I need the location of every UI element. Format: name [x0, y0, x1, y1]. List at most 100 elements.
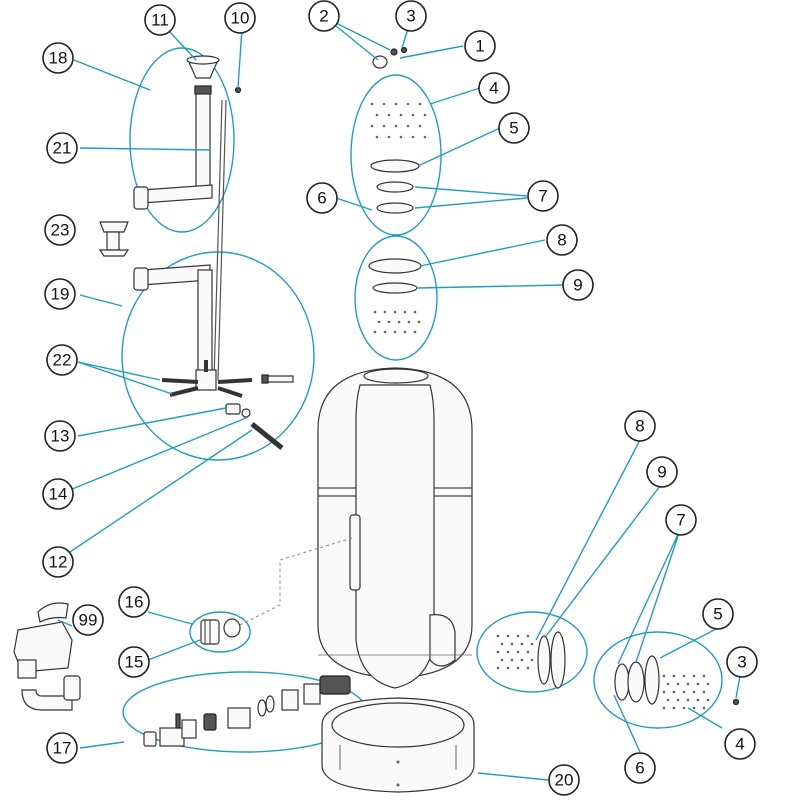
- callout-circle: [306, 182, 338, 214]
- top-collector-pipe: [133, 55, 242, 381]
- bottom-collector-assembly: [133, 264, 294, 450]
- callout-c3b: 3: [726, 646, 758, 678]
- callout-number: 2: [319, 7, 328, 26]
- callout-c9b: 9: [646, 456, 678, 488]
- bolt-dot: [500, 642, 504, 646]
- bolt-dot: [672, 706, 676, 710]
- bolt-dot: [406, 102, 410, 106]
- bolt-dot: [506, 650, 510, 654]
- callout-number: 10: [231, 9, 250, 28]
- callout-circle: [118, 646, 150, 678]
- bolt-dot: [702, 690, 706, 694]
- bolt-dot: [666, 682, 670, 686]
- callout-circle: [624, 752, 656, 784]
- bolt-dot: [526, 650, 530, 654]
- callout-circle: [72, 604, 104, 636]
- bolt-dot: [373, 330, 377, 334]
- callout-number: 18: [49, 49, 68, 68]
- bolt-dot: [413, 310, 417, 314]
- bolt-dot: [686, 698, 690, 702]
- side-flange-parts: [537, 631, 740, 706]
- callout-number: 3: [406, 7, 415, 26]
- bolt-dot: [375, 135, 379, 139]
- bolt-dot: [676, 698, 680, 702]
- bolt-dot: [676, 682, 680, 686]
- callout-c23: 23: [44, 214, 76, 246]
- callout-c15: 15: [118, 646, 150, 678]
- callout-number: 11: [151, 11, 169, 30]
- callout-number: 7: [676, 511, 685, 530]
- callout-number: 13: [51, 427, 70, 446]
- group-side-flange-right: [593, 631, 723, 729]
- bolt-dot: [407, 320, 411, 324]
- bolt-dot: [399, 135, 403, 139]
- callout-c16: 16: [118, 586, 150, 618]
- callout-circle: [46, 132, 78, 164]
- callout-circle: [42, 42, 74, 74]
- bolt-dot: [682, 674, 686, 678]
- bolt-dot: [411, 135, 415, 139]
- bolt-dot: [516, 666, 520, 670]
- callout-c6a: 6: [306, 182, 338, 214]
- callout-number: 5: [509, 119, 518, 138]
- bolt-dot: [526, 634, 530, 638]
- callout-circle: [548, 764, 580, 796]
- bolt-dot: [383, 330, 387, 334]
- callout-number: 3: [737, 653, 746, 672]
- bolt-dot: [418, 124, 422, 128]
- bolt-dot: [382, 102, 386, 106]
- bolt-dot: [423, 113, 427, 117]
- callout-c4a: 4: [478, 72, 510, 104]
- bolt-dot: [370, 124, 374, 128]
- bolt-dot: [506, 666, 510, 670]
- bolt-dot: [393, 310, 397, 314]
- bolt-dot: [510, 642, 514, 646]
- callout-circle: [44, 214, 76, 246]
- bolt-dot: [662, 706, 666, 710]
- bolt-dot: [662, 674, 666, 678]
- callout-number: 22: [53, 351, 72, 370]
- callout-number: 5: [713, 605, 722, 624]
- bolt-dot: [706, 698, 710, 702]
- callout-circle: [44, 278, 76, 310]
- callout-c19: 19: [44, 278, 76, 310]
- callout-number: 4: [735, 735, 744, 754]
- bolt-dot: [692, 690, 696, 694]
- bolt-dot: [510, 658, 514, 662]
- callout-c3a: 3: [395, 0, 427, 32]
- callout-circle: [665, 504, 697, 536]
- callout-circle: [724, 728, 756, 760]
- bolt-dot: [666, 698, 670, 702]
- bolt-dot: [373, 310, 377, 314]
- bolt-dot: [520, 642, 524, 646]
- fittings-15-16: [200, 618, 241, 645]
- group-neck-ring: [354, 235, 438, 361]
- callout-circle: [308, 0, 340, 32]
- callout-number: 21: [53, 139, 72, 158]
- callout-circle: [562, 269, 594, 301]
- callout-number: 6: [317, 189, 326, 208]
- bolt-dot: [500, 658, 504, 662]
- bolt-dot: [411, 113, 415, 117]
- callout-c7b: 7: [665, 504, 697, 536]
- bolt-dot: [394, 124, 398, 128]
- bolt-dot: [496, 650, 500, 654]
- callout-c21: 21: [46, 132, 78, 164]
- side-bolt-dots: [496, 634, 710, 710]
- callout-number: 19: [51, 285, 70, 304]
- callout-c13: 13: [44, 420, 76, 452]
- bolt-dot: [382, 124, 386, 128]
- group-side-flange-left: [476, 611, 588, 693]
- callout-c18: 18: [42, 42, 74, 74]
- bolt-dot: [692, 674, 696, 678]
- callout-circle: [224, 2, 256, 34]
- bolt-dot: [702, 706, 706, 710]
- callout-circle: [46, 732, 78, 764]
- callout-circle: [498, 112, 530, 144]
- bracket-23: [98, 221, 130, 257]
- filter-tank: [317, 367, 473, 689]
- callout-c5a: 5: [498, 112, 530, 144]
- callout-number: 12: [49, 553, 68, 572]
